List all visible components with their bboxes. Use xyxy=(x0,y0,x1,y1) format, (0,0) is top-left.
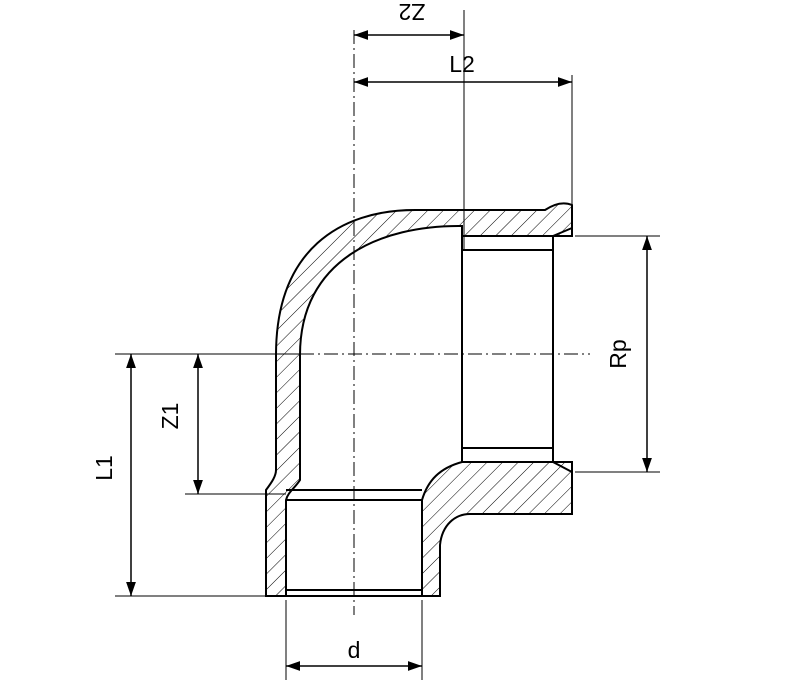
inner-wall xyxy=(421,461,573,597)
outer-wall xyxy=(265,202,573,597)
dimension-lines xyxy=(126,30,652,671)
centerlines xyxy=(300,30,590,615)
elbow-body xyxy=(265,202,573,597)
extension-lines xyxy=(115,10,660,680)
z2-label: Z2 xyxy=(399,0,426,25)
l1-label: L1 xyxy=(91,455,117,481)
z1-label: Z1 xyxy=(157,403,183,430)
rp-label: Rp xyxy=(605,339,631,368)
d-label: d xyxy=(348,637,361,663)
l2-label: L2 xyxy=(449,51,475,77)
